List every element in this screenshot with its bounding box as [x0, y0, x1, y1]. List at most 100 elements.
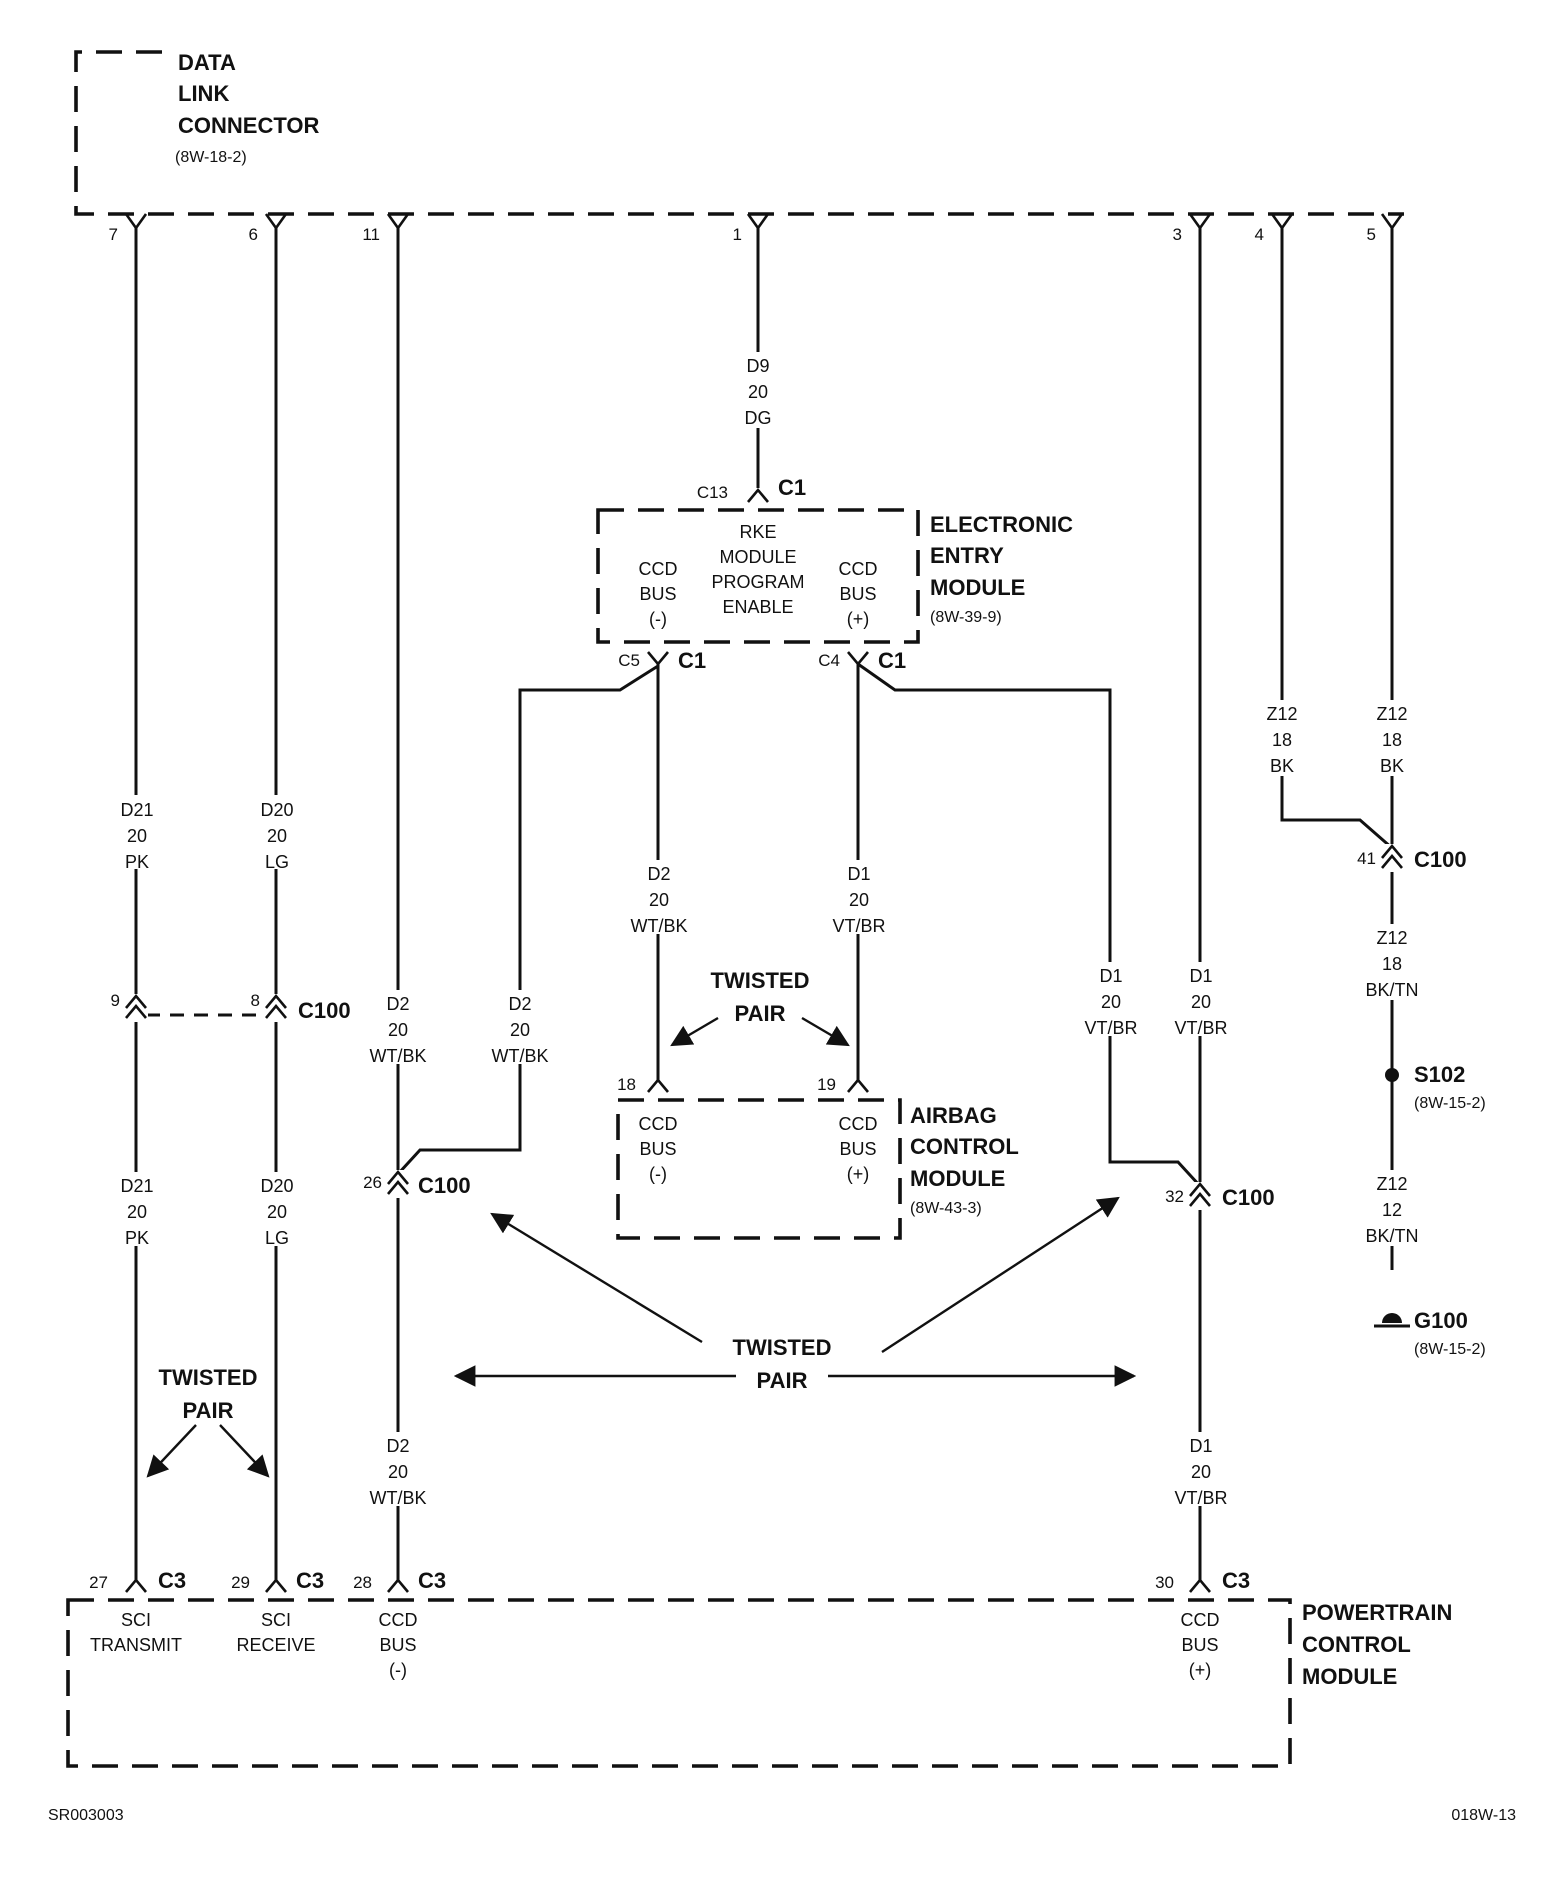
svg-text:TWISTED: TWISTED: [711, 968, 810, 993]
svg-text:BUS: BUS: [839, 584, 876, 604]
svg-text:SCI: SCI: [121, 1610, 151, 1630]
svg-text:CONTROL: CONTROL: [1302, 1632, 1411, 1657]
svg-text:PAIR: PAIR: [735, 1001, 786, 1026]
svg-text:LG: LG: [265, 852, 289, 872]
svg-text:Z12: Z12: [1266, 704, 1297, 724]
svg-text:(-): (-): [649, 609, 667, 629]
svg-text:TRANSMIT: TRANSMIT: [90, 1635, 182, 1655]
wire-label-d20-lower: D20 20 LG: [256, 1172, 298, 1248]
svg-text:VT/BR: VT/BR: [1084, 1018, 1137, 1038]
svg-text:D21: D21: [120, 1176, 153, 1196]
acm-pin-19: 19: [817, 1075, 836, 1094]
d9-wire: D9 20 DG C13 C1: [697, 228, 806, 503]
svg-text:CCD: CCD: [839, 559, 878, 579]
twisted-pair-label-left: TWISTED PAIR: [146, 1365, 270, 1478]
svg-text:20: 20: [267, 826, 287, 846]
svg-text:D20: D20: [260, 800, 293, 820]
pcm-conn-c3-28: C3: [418, 1568, 446, 1593]
footer-right-code: 018W-13: [1451, 1807, 1516, 1824]
dlc-pin-3: 3: [1173, 225, 1182, 244]
svg-text:MODULE: MODULE: [930, 575, 1025, 600]
d1-wire-right: D1 20 VT/BR D1 20 VT/BR: [1170, 228, 1232, 1580]
svg-text:CCD: CCD: [639, 559, 678, 579]
svg-text:BK: BK: [1380, 756, 1404, 776]
dlc-pin-labels: 7 6 11 1 3 4 5: [109, 225, 1376, 244]
pcm-conn-c3-29: C3: [296, 1568, 324, 1593]
svg-text:BUS: BUS: [1181, 1635, 1218, 1655]
svg-text:(+): (+): [847, 1164, 870, 1184]
svg-text:WT/BK: WT/BK: [370, 1488, 427, 1508]
svg-text:20: 20: [127, 826, 147, 846]
c100-connector-32: 32 C100: [1165, 1181, 1275, 1210]
dlc-pin-symbols: [124, 213, 1404, 231]
eem-pin-c13: C13: [697, 483, 728, 502]
svg-text:PROGRAM: PROGRAM: [711, 572, 804, 592]
svg-text:20: 20: [1191, 1462, 1211, 1482]
svg-text:18: 18: [1272, 730, 1292, 750]
svg-text:WT/BK: WT/BK: [370, 1046, 427, 1066]
svg-text:VT/BR: VT/BR: [1174, 1488, 1227, 1508]
svg-text:S102: S102: [1414, 1062, 1465, 1087]
svg-text:(+): (+): [1189, 1660, 1212, 1680]
svg-text:Z12: Z12: [1376, 704, 1407, 724]
svg-text:20: 20: [649, 890, 669, 910]
svg-text:SCI: SCI: [261, 1610, 291, 1630]
svg-text:D1: D1: [1189, 966, 1212, 986]
svg-text:BK: BK: [1270, 756, 1294, 776]
pcm-pin-29: 29: [231, 1573, 250, 1592]
svg-text:MODULE: MODULE: [1302, 1664, 1397, 1689]
eem-to-acm-wires: D2 20 WT/BK D1 20 VT/BR: [630, 664, 888, 1080]
svg-text:Z12: Z12: [1376, 928, 1407, 948]
svg-text:RECEIVE: RECEIVE: [236, 1635, 315, 1655]
svg-text:20: 20: [388, 1462, 408, 1482]
svg-text:CCD: CCD: [379, 1610, 418, 1630]
g100-ground: G100 (8W-15-2): [1374, 1308, 1486, 1358]
c100-label-left: C100: [298, 998, 351, 1023]
c100-pin-41: 41: [1357, 849, 1376, 868]
d1-wire-eem-to-c100: D1 20 VT/BR: [857, 662, 1202, 1188]
twisted-pair-label-center: TWISTED PAIR: [453, 1196, 1137, 1393]
pcm-pin-27: 27: [89, 1573, 108, 1592]
dlc-title-2: LINK: [178, 81, 229, 106]
wire-label-d20-upper: D20 20 LG: [256, 795, 298, 872]
c100-label-26: C100: [418, 1173, 471, 1198]
dlc-pin-5: 5: [1367, 225, 1376, 244]
svg-text:(8W-39-9): (8W-39-9): [930, 609, 1002, 626]
dlc-pin-6: 6: [249, 225, 258, 244]
svg-text:BUS: BUS: [379, 1635, 416, 1655]
svg-text:PAIR: PAIR: [757, 1368, 808, 1393]
svg-text:D9: D9: [746, 356, 769, 376]
svg-text:20: 20: [849, 890, 869, 910]
eem-conn-c1-top: C1: [778, 475, 806, 500]
svg-text:Z12: Z12: [1376, 1174, 1407, 1194]
wire-label-d21-lower: D21 20 PK: [116, 1172, 158, 1248]
pcm-conn-c3-30: C3: [1222, 1568, 1250, 1593]
svg-text:D1: D1: [1099, 966, 1122, 986]
footer-left-code: SR003003: [48, 1807, 124, 1824]
svg-text:(8W-43-3): (8W-43-3): [910, 1200, 982, 1217]
svg-text:VT/BR: VT/BR: [832, 916, 885, 936]
svg-text:PK: PK: [125, 852, 149, 872]
dlc-title-3: CONNECTOR: [178, 113, 319, 138]
svg-text:20: 20: [388, 1020, 408, 1040]
svg-text:TWISTED: TWISTED: [159, 1365, 258, 1390]
svg-text:ELECTRONIC: ELECTRONIC: [930, 512, 1073, 537]
svg-text:(8W-15-2): (8W-15-2): [1414, 1095, 1486, 1112]
svg-text:WT/BK: WT/BK: [492, 1046, 549, 1066]
svg-text:ENABLE: ENABLE: [722, 597, 793, 617]
electronic-entry-module: ELECTRONIC ENTRY MODULE (8W-39-9) RKE MO…: [596, 508, 1073, 673]
svg-text:(+): (+): [847, 609, 870, 629]
svg-text:(-): (-): [389, 1660, 407, 1680]
dlc-pin-1: 1: [733, 225, 742, 244]
svg-text:CCD: CCD: [839, 1114, 878, 1134]
wire-label-d21-upper: D21 20 PK: [116, 795, 158, 872]
svg-text:20: 20: [748, 382, 768, 402]
c100-pin-26: 26: [363, 1173, 382, 1192]
svg-text:DG: DG: [745, 408, 772, 428]
svg-text:D2: D2: [508, 994, 531, 1014]
dlc-pin-7: 7: [109, 225, 118, 244]
svg-text:TWISTED: TWISTED: [733, 1335, 832, 1360]
svg-text:D2: D2: [647, 864, 670, 884]
c100-connector-26: 26 C100: [363, 1169, 471, 1198]
